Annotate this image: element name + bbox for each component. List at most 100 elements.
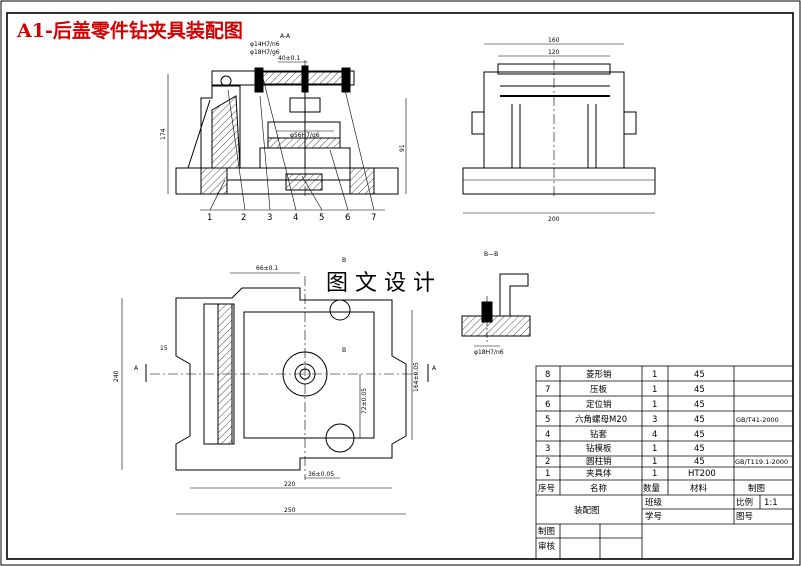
plan-view — [121, 272, 429, 515]
balloon-5: 5 — [319, 213, 324, 223]
balloon-4: 4 — [293, 213, 298, 223]
section-mark-a-left: A — [134, 365, 139, 372]
dim-hole-fit-top: φ14H7/n6 — [250, 41, 280, 48]
bom-no: 1 — [545, 469, 550, 479]
bom-row: 1 夹具体 1 HT200 — [545, 468, 716, 479]
bom-row: 6 定位销 1 45 — [545, 399, 705, 410]
dim-len-36: 36±0.05 — [308, 471, 334, 478]
bom-no: 3 — [545, 444, 550, 454]
title-block: 装配图 班级 学号 比例 1:1 图号 制图 审核 — [538, 497, 778, 552]
bom-mat: 45 — [694, 444, 705, 454]
bom-row: 2 圆柱销 1 45 GB/T119.1-2000 — [545, 456, 788, 467]
leader-7 — [344, 89, 375, 211]
front-pin-circle — [220, 75, 232, 87]
plan-view-labels: 66±0.1 15 240 164±0.05 72±0.05 36±0.05 2… — [113, 257, 437, 514]
dim-hole-fit-2: φ18H7/g6 — [250, 49, 280, 56]
dim-h-164: 164±0.05 — [413, 362, 420, 392]
side-view — [462, 43, 656, 214]
leader-5 — [301, 175, 323, 211]
bom-no: 8 — [545, 370, 550, 380]
bom-qty: 1 — [652, 400, 657, 410]
bom-row: 5 六角螺母M20 3 45 GB/T41-2000 — [545, 414, 779, 425]
bom-header: 序号 名称 数量 材料 制图 — [538, 483, 765, 494]
bom-qty: 1 — [652, 457, 657, 467]
watermark-text: 图 文 设 计 — [326, 271, 435, 296]
front-drill-plate — [211, 70, 355, 86]
dim-h-72: 72±0.05 — [361, 388, 368, 414]
bom-qty: 4 — [652, 430, 657, 440]
tb-scale-value: 1:1 — [764, 498, 778, 508]
dim-height-174: 174 — [160, 128, 167, 140]
balloon-3: 3 — [267, 213, 272, 223]
bom-no: 4 — [545, 430, 550, 440]
leader-4 — [261, 73, 297, 211]
section-mark-b-top: B — [342, 257, 346, 264]
front-bottom-nut — [285, 173, 323, 191]
balloon-1: 1 — [207, 213, 212, 223]
bom-name: 钻套 — [590, 429, 608, 440]
bom-no: 6 — [545, 400, 550, 410]
bom-row: 8 菱形销 1 45 — [545, 369, 705, 380]
dim-width-160: 160 — [548, 37, 560, 44]
front-workpiece-hatch — [267, 137, 341, 149]
bom-name: 定位销 — [586, 399, 612, 410]
tb-drawing-no-label: 图号 — [736, 512, 753, 522]
inner-frame — [6, 12, 794, 560]
front-view — [167, 60, 407, 211]
detail-bb-fit: φ18H7/n6 — [474, 349, 504, 356]
front-base-hatch-right — [349, 167, 375, 195]
detail-base — [461, 315, 531, 337]
balloon-6: 6 — [345, 213, 350, 223]
bom-table — [535, 365, 794, 560]
leader-3 — [259, 95, 271, 211]
dim-section-mark: A-A — [280, 33, 291, 40]
bom-row: 3 钻模板 1 45 — [545, 443, 705, 454]
bom-name: 夹具体 — [586, 468, 612, 479]
side-right-ear — [623, 111, 637, 135]
front-bushing-right — [341, 67, 351, 93]
bom-note: GB/T119.1-2000 — [735, 458, 788, 466]
bom-name: 六角螺母M20 — [575, 414, 627, 425]
section-mark-b-bottom: B — [342, 347, 346, 354]
bom-name: 菱形销 — [586, 369, 612, 380]
plan-hole-top — [329, 299, 351, 321]
plan-outline — [175, 287, 407, 471]
dim-bore-fit: φ56H7/g6 — [290, 132, 320, 139]
dim-len-220: 220 — [284, 481, 296, 488]
bom-mat: 45 — [694, 415, 705, 425]
side-base — [462, 167, 656, 195]
dim-len-250: 250 — [284, 507, 296, 514]
bom-frame — [535, 365, 794, 560]
dim-width-200: 200 — [548, 216, 560, 223]
bom-header-name: 名称 — [590, 483, 608, 494]
bom-rows: 8 菱形销 1 45 7 压板 1 45 6 定位销 1 45 5 六角螺母M2… — [538, 369, 788, 494]
balloon-7: 7 — [371, 213, 376, 223]
bom-no: 5 — [545, 415, 550, 425]
bom-name: 压板 — [590, 384, 608, 395]
plan-inner-body — [243, 311, 375, 439]
leader-1 — [209, 179, 226, 211]
bom-qty: 1 — [652, 469, 657, 479]
bom-mat: 45 — [694, 385, 705, 395]
bom-qty: 1 — [652, 385, 657, 395]
bom-mat: 45 — [694, 400, 705, 410]
bom-mat: 45 — [694, 370, 705, 380]
tb-scale-label: 比例 — [736, 497, 753, 508]
front-left-column-hatch — [211, 95, 241, 169]
tb-reviewer-label: 审核 — [538, 541, 556, 552]
dim-w-15: 15 — [160, 345, 168, 352]
tb-drafter-label: 制图 — [538, 526, 555, 537]
drawing-title: A1-后盖零件钻夹具装配图 — [16, 19, 243, 42]
bom-qty: 3 — [652, 415, 657, 425]
bom-qty: 1 — [652, 444, 657, 454]
dim-height-91: 91 — [399, 144, 406, 152]
detail-base-outline — [461, 315, 531, 337]
front-view-labels: φ14H7/n6 φ18H7/g6 A-A 40±0.1 φ56H7/g6 17… — [160, 33, 406, 223]
bom-no: 7 — [545, 385, 550, 395]
plan-hole-bottom — [325, 423, 355, 453]
tb-drawing-name: 装配图 — [574, 505, 600, 516]
bom-mat: HT200 — [688, 469, 716, 479]
leader-6 — [329, 149, 349, 211]
